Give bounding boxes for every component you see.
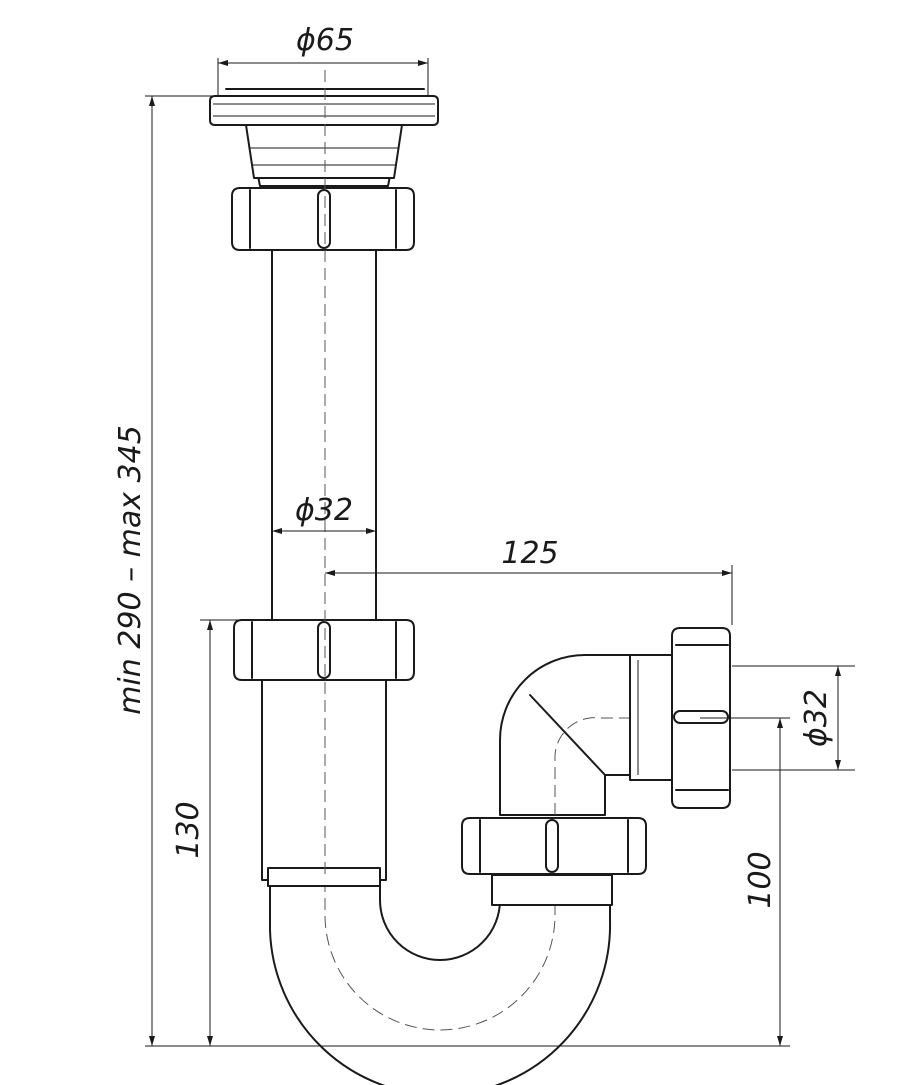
lower-pipe [261,679,387,887]
outlet-elbow [499,654,700,816]
dim-trap-height: 130 [171,619,240,1046]
dim-total-height: min 290 – max 345 [113,95,215,1046]
total-height-label: min 290 – max 345 [113,425,148,715]
tailpiece-pipe [271,249,377,621]
dim-flange-diameter: ϕ65 [217,23,429,96]
elbow-nut [461,817,647,906]
middle-nut [233,619,415,681]
top-nut [231,175,415,251]
flange-diameter-label: ϕ65 [296,23,354,58]
trap-height-label: 130 [171,801,206,858]
dim-pipe-diameter: ϕ32 [272,493,376,534]
dim-outlet-diameter: ϕ32 [732,665,855,771]
dim-outlet-offset: 125 [325,536,733,625]
strainer-flange [209,88,439,179]
trap-bend [269,879,612,1085]
outlet-diameter-label: ϕ32 [799,689,834,747]
outlet-offset-label: 125 [501,536,558,571]
pipe-diameter-label: ϕ32 [295,493,353,528]
dim-outlet-height: 100 [700,717,790,1046]
outlet-height-label: 100 [743,851,778,908]
